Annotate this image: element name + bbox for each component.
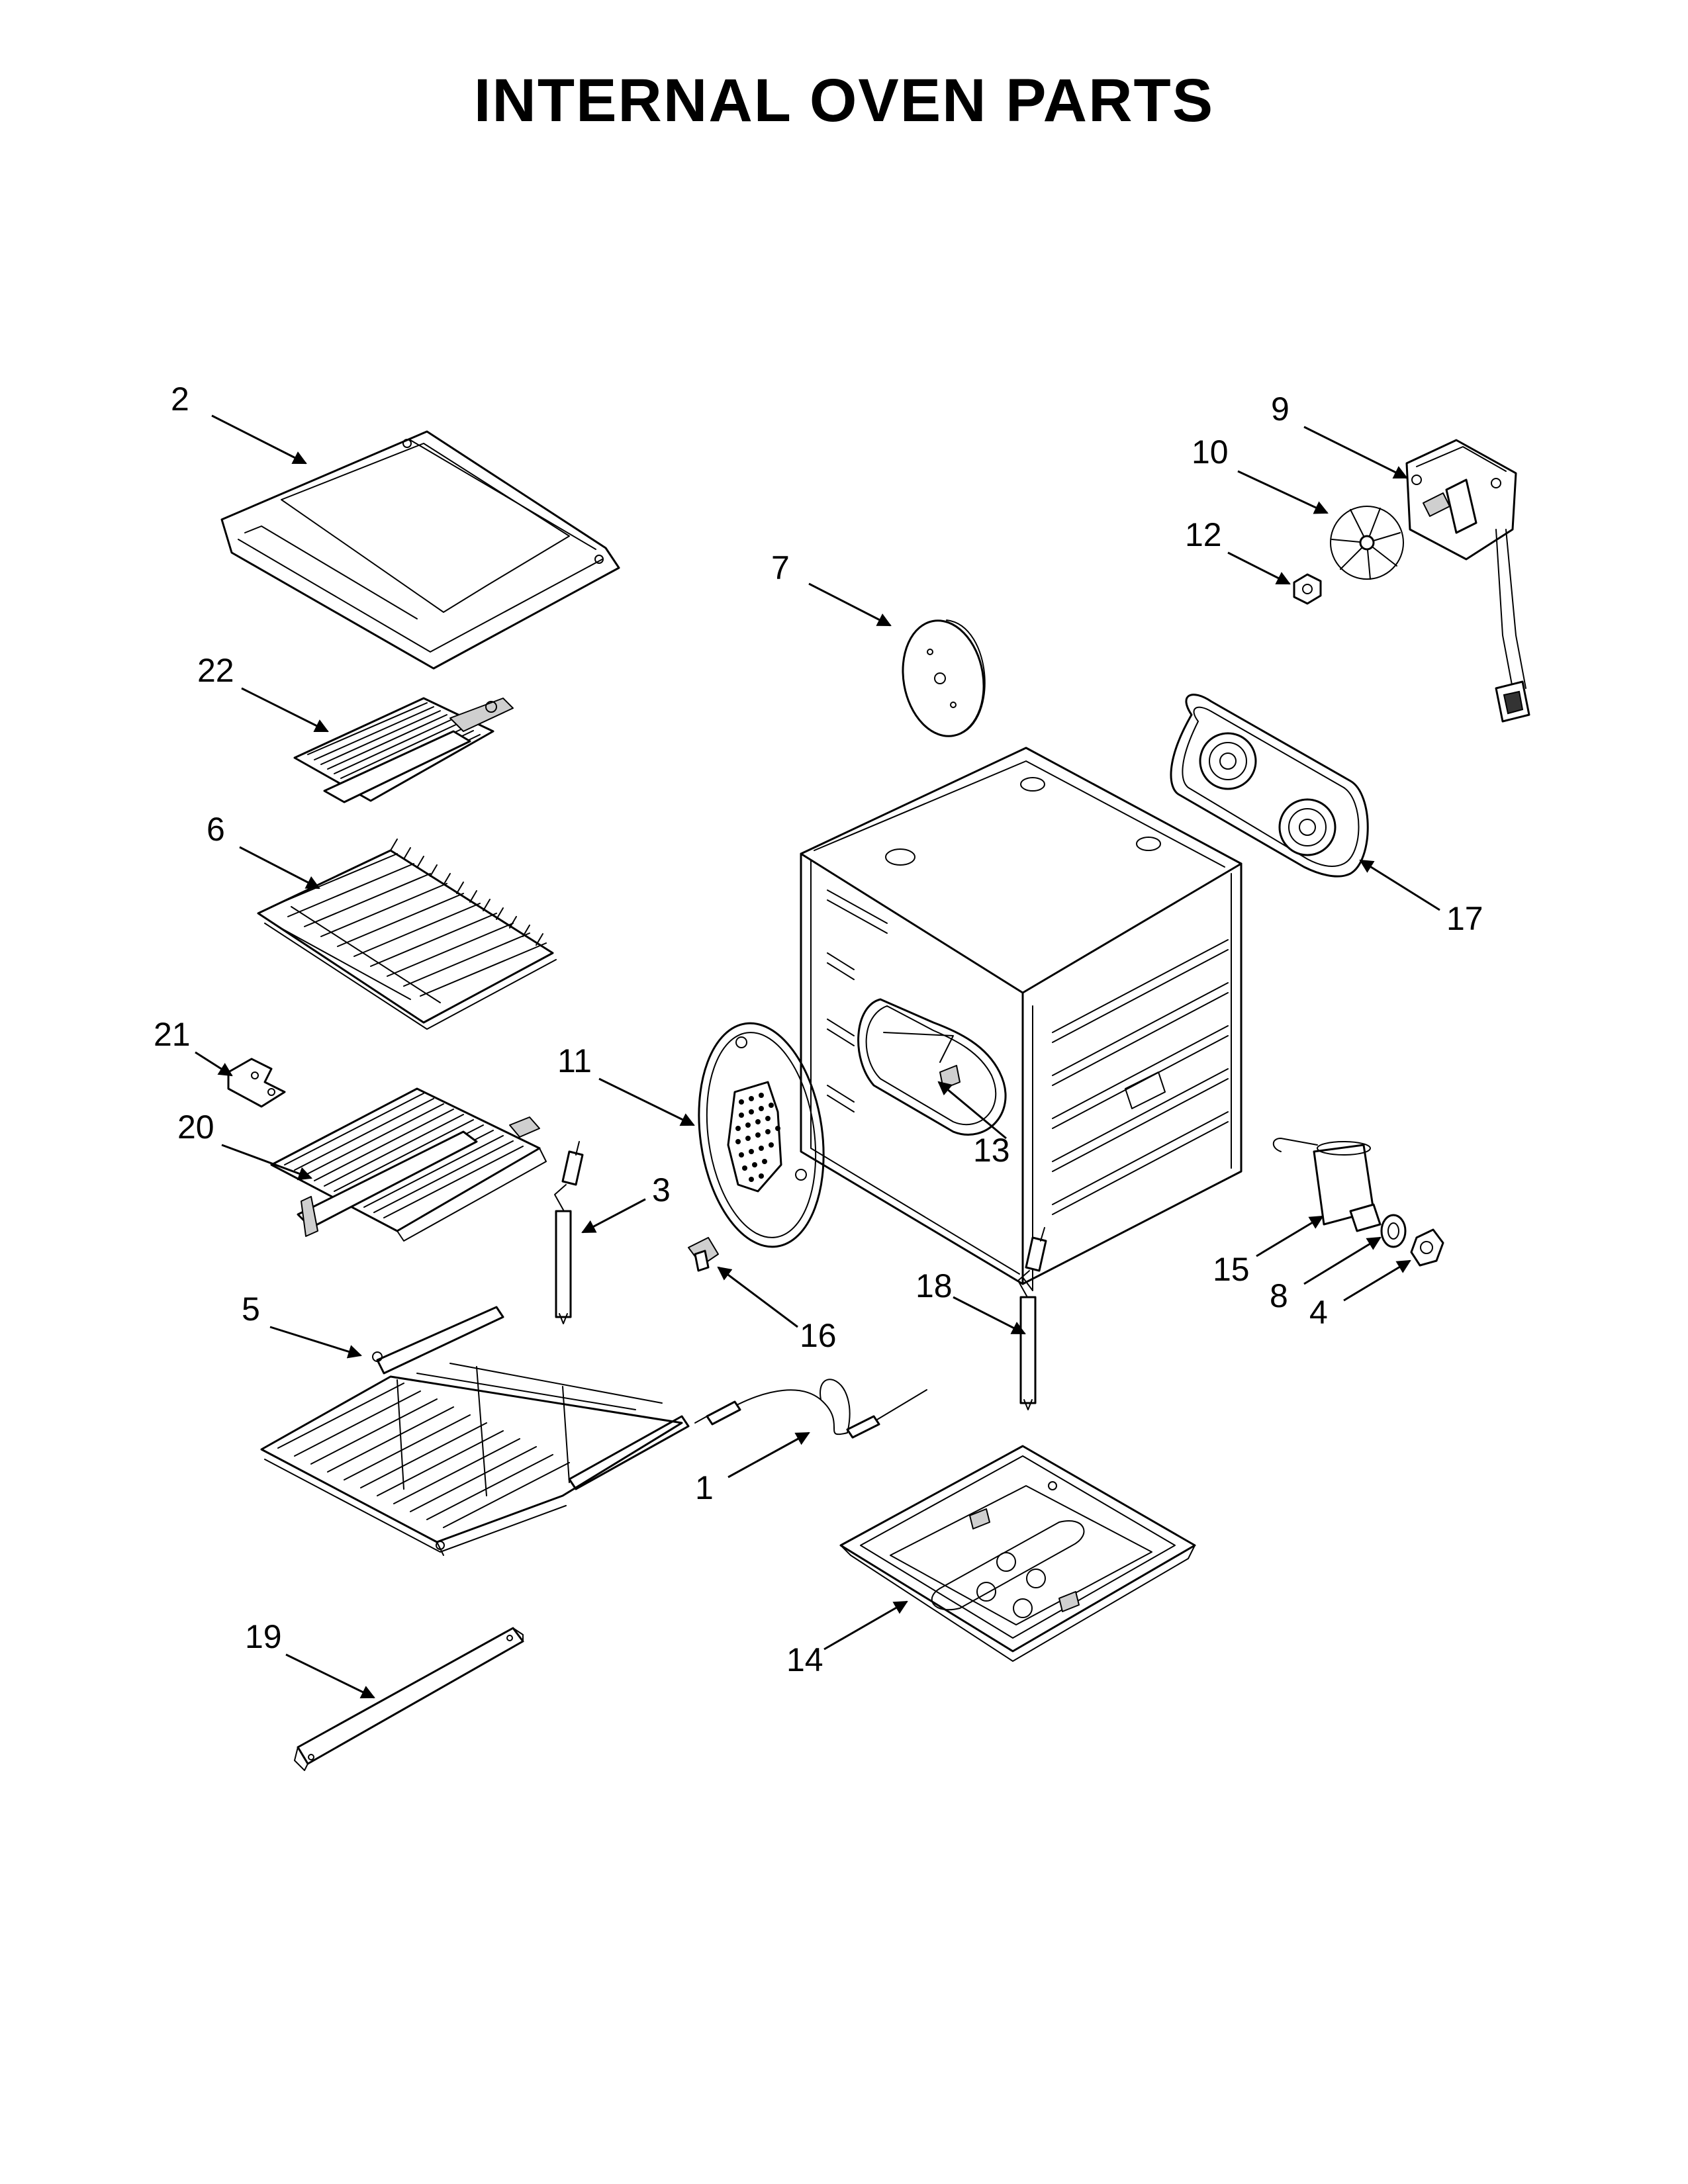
part-19-rail[interactable] [294, 1627, 524, 1771]
part-6-oven-rack[interactable] [257, 839, 557, 1030]
page-title: INTERNAL OVEN PARTS [473, 67, 1215, 134]
callout-10: 10 [1192, 433, 1229, 471]
callout-8: 8 [1270, 1277, 1288, 1314]
part-17-rear-panel[interactable] [1170, 694, 1369, 878]
part-16-screw[interactable] [688, 1237, 719, 1272]
callout-7: 7 [771, 549, 790, 586]
part-15-housing[interactable] [1272, 1138, 1382, 1232]
part-7-disc-cover[interactable] [894, 614, 993, 743]
callout-22: 22 [197, 652, 234, 689]
part-4-hex-nut[interactable] [1410, 1228, 1444, 1267]
callout-13: 13 [973, 1132, 1010, 1169]
part-8-washer[interactable] [1380, 1214, 1407, 1248]
part-3-temp-sensor[interactable] [554, 1141, 584, 1324]
part-1-meat-probe[interactable] [694, 1379, 927, 1439]
part-10-fan-blade[interactable] [1330, 506, 1404, 580]
callout-3: 3 [652, 1171, 671, 1208]
part-11-fan-baffle[interactable] [685, 1015, 837, 1255]
oven-cavity [800, 747, 1243, 1291]
callout-11: 11 [557, 1042, 592, 1079]
callout-2: 2 [171, 381, 189, 418]
callout-19: 19 [245, 1618, 282, 1655]
callout-12: 12 [1185, 516, 1222, 553]
callout-14: 14 [786, 1641, 823, 1678]
callout-4: 4 [1309, 1294, 1328, 1331]
callout-9: 9 [1271, 390, 1289, 428]
callout-18: 18 [915, 1267, 953, 1304]
callout-16: 16 [800, 1317, 837, 1354]
callout-21: 21 [154, 1016, 191, 1053]
part-12-nut[interactable] [1293, 573, 1322, 605]
part-9-fan-motor[interactable] [1405, 439, 1530, 723]
callout-5: 5 [242, 1291, 260, 1328]
callout-15: 15 [1213, 1251, 1250, 1288]
callout-1: 1 [695, 1469, 714, 1506]
part-21-bracket[interactable] [227, 1058, 286, 1108]
part-13-convection-element[interactable] [857, 998, 1007, 1136]
callout-20: 20 [177, 1109, 214, 1146]
callout-17: 17 [1446, 900, 1483, 937]
leader-lines [195, 414, 1440, 1699]
part-2-cover-panel[interactable] [220, 430, 620, 670]
part-5-sliding-rack[interactable] [260, 1306, 690, 1556]
part-20-bake-element[interactable] [270, 1087, 547, 1242]
part-22-broil-element[interactable] [293, 697, 514, 803]
part-14-drip-pan[interactable] [839, 1445, 1196, 1662]
callout-6: 6 [207, 811, 225, 848]
